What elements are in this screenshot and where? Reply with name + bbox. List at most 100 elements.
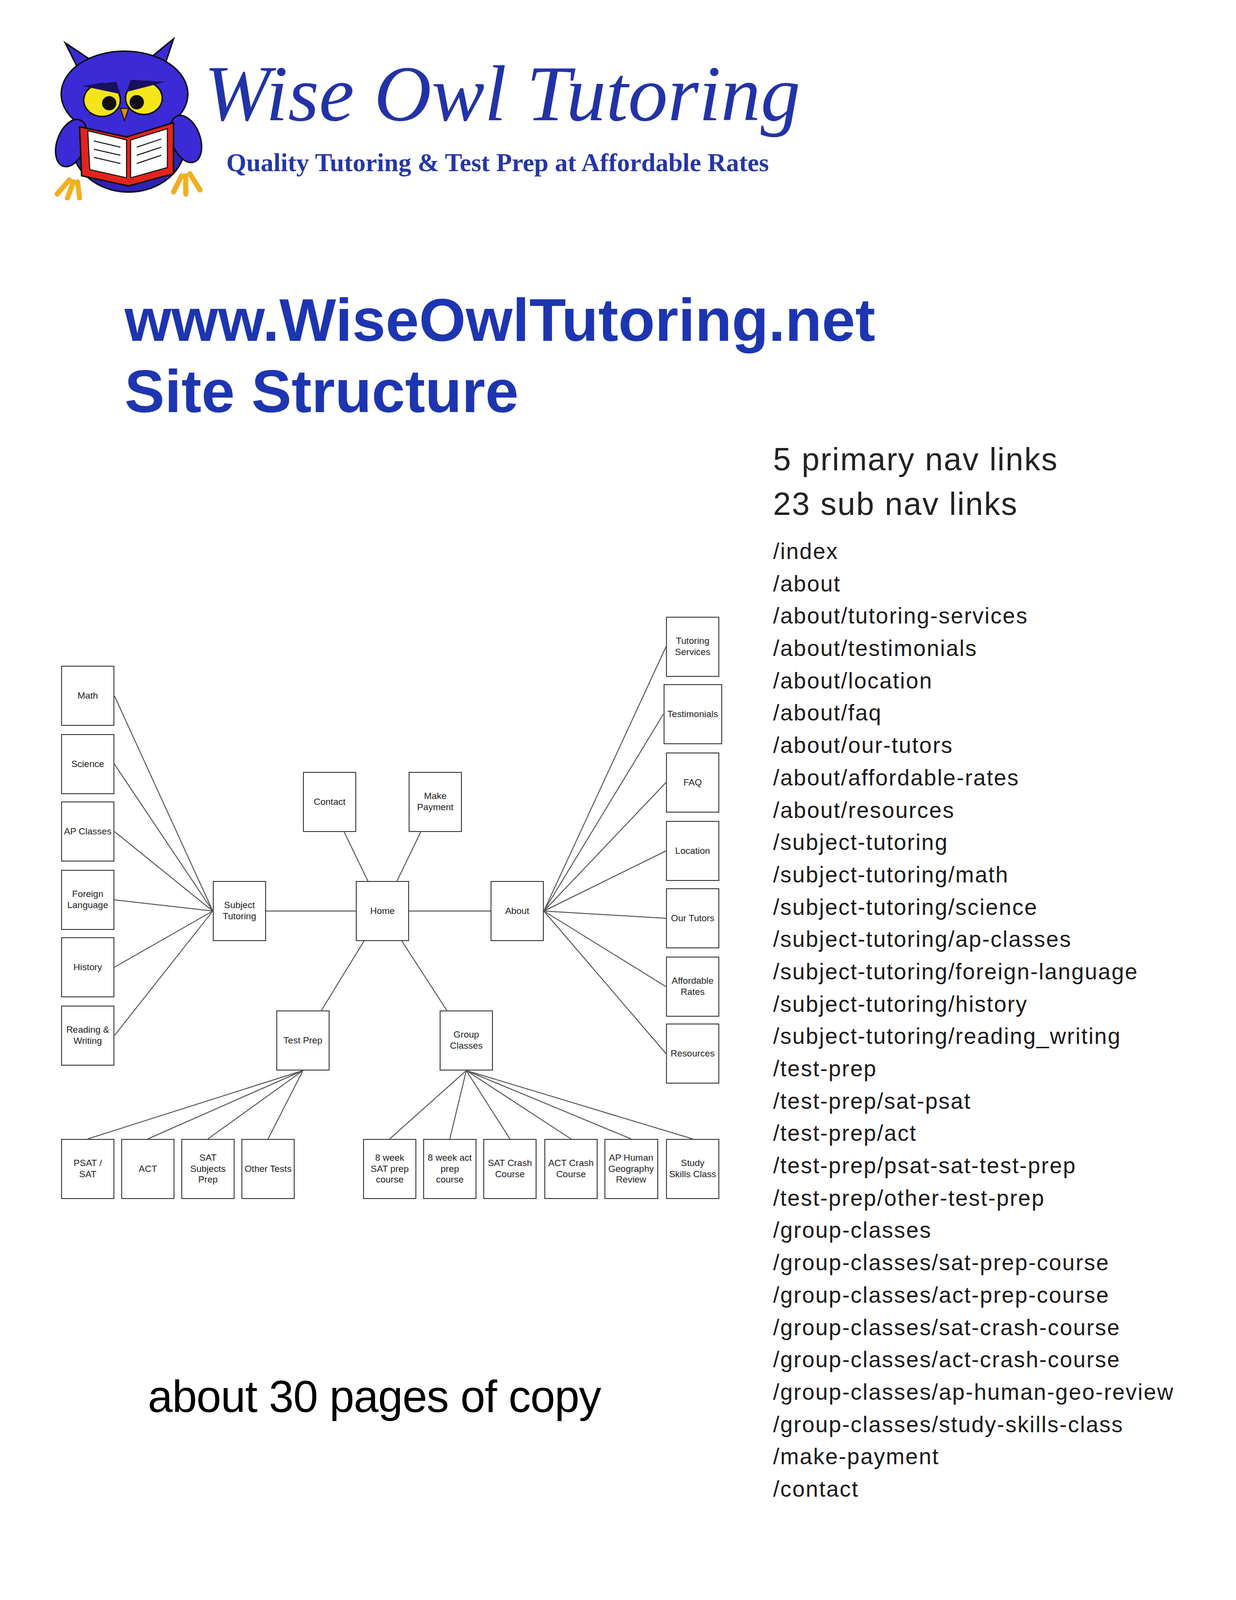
box-label: 8 week SAT prep course bbox=[365, 1152, 414, 1186]
url-path: /subject-tutoring/science bbox=[773, 890, 1038, 924]
url-path: /subject-tutoring/history bbox=[773, 987, 1029, 1021]
page-box: AP Classes bbox=[61, 801, 115, 862]
link-line bbox=[543, 910, 666, 1054]
page-box: Other Tests bbox=[241, 1138, 295, 1199]
page-box: ACT Crash Course bbox=[544, 1138, 598, 1199]
page-box: SAT Subjects Prep bbox=[181, 1138, 235, 1199]
page-box: 8 week SAT prep course bbox=[363, 1138, 417, 1199]
url-path: /about/our-tutors bbox=[773, 728, 954, 762]
page-box: SAT Crash Course bbox=[483, 1138, 537, 1199]
owl-foot bbox=[173, 173, 201, 194]
page-box: Tutoring Services bbox=[665, 616, 720, 677]
box-label: About bbox=[493, 905, 541, 917]
page-box: AP Human Geography Review bbox=[604, 1138, 659, 1199]
link-line bbox=[389, 1070, 467, 1139]
box-label: SAT Subjects Prep bbox=[184, 1152, 232, 1186]
box-label: Other Tests bbox=[244, 1163, 292, 1175]
link-line bbox=[87, 1070, 303, 1139]
owl-foot bbox=[57, 179, 80, 199]
box-label: ACT Crash Course bbox=[547, 1157, 595, 1180]
box-label: Science bbox=[63, 758, 112, 770]
owl-brow bbox=[126, 79, 166, 92]
link-line bbox=[543, 910, 666, 987]
nav-count: 23 sub nav links bbox=[773, 481, 1018, 526]
owl-pupil bbox=[129, 95, 144, 110]
box-label: FAQ bbox=[668, 776, 717, 789]
page-box: FAQ bbox=[665, 752, 720, 813]
box-label: History bbox=[63, 961, 112, 973]
page-box: Reading & Writing bbox=[61, 1005, 115, 1066]
page-box: PSAT / SAT bbox=[61, 1138, 115, 1199]
box-label: Resources bbox=[668, 1047, 717, 1060]
url-path: /group-classes/act-prep-course bbox=[773, 1278, 1110, 1312]
url-path: /about/testimonials bbox=[773, 632, 978, 665]
link-line bbox=[321, 940, 365, 1011]
box-label: Home bbox=[358, 905, 407, 917]
box-label: Foreign Language bbox=[63, 888, 112, 911]
box-label: Location bbox=[668, 845, 717, 857]
box-label: PSAT / SAT bbox=[63, 1157, 112, 1180]
url-path: /subject-tutoring/reading_writing bbox=[773, 1019, 1122, 1053]
link-line bbox=[114, 899, 213, 911]
link-line bbox=[409, 910, 491, 912]
url-path: /subject-tutoring bbox=[773, 825, 949, 859]
url-path: /test-prep/psat-sat-test-prep bbox=[773, 1149, 1077, 1182]
url-path: /group-classes bbox=[773, 1213, 932, 1247]
url-path: /about/location bbox=[773, 664, 933, 698]
url-path: /test-prep bbox=[773, 1052, 877, 1085]
box-label: 8 week act prep course bbox=[426, 1152, 474, 1186]
url-path: /subject-tutoring/foreign-language bbox=[773, 955, 1139, 988]
owl-book bbox=[79, 122, 174, 187]
book-lines bbox=[94, 139, 162, 164]
link-line bbox=[466, 1070, 632, 1139]
link-line bbox=[114, 695, 213, 911]
copy-note: about 30 pages of copy bbox=[147, 1370, 602, 1423]
link-line bbox=[207, 1070, 303, 1139]
url-path: /group-classes/sat-crash-course bbox=[773, 1311, 1121, 1344]
link-line bbox=[401, 940, 447, 1011]
url-path: /contact bbox=[773, 1472, 859, 1506]
page-box: Our Tutors bbox=[665, 887, 720, 949]
link-line bbox=[396, 831, 421, 881]
link-line bbox=[466, 1070, 693, 1139]
owl-brow bbox=[81, 81, 121, 95]
box-label: SAT Crash Course bbox=[486, 1157, 534, 1180]
link-line bbox=[543, 646, 666, 911]
link-line bbox=[466, 1070, 510, 1139]
tagline: Quality Tutoring & Test Prep at Affordab… bbox=[226, 149, 769, 176]
owl-logo bbox=[48, 36, 213, 201]
page-box: Math bbox=[61, 665, 115, 726]
box-label: Group Classes bbox=[442, 1029, 491, 1052]
link-line bbox=[147, 1070, 303, 1139]
url-path: /group-classes/act-crash-course bbox=[773, 1343, 1121, 1376]
box-label: Our Tutors bbox=[668, 912, 717, 924]
page-box: Subject Tutoring bbox=[212, 880, 267, 941]
box-label: Contact bbox=[305, 796, 354, 808]
url-path: /test-prep/sat-psat bbox=[773, 1084, 972, 1118]
box-label: Study Skills Class bbox=[668, 1157, 717, 1180]
book-page bbox=[130, 128, 168, 178]
page-box: Location bbox=[665, 820, 720, 881]
url-path: /subject-tutoring/ap-classes bbox=[773, 922, 1072, 956]
url-path: /group-classes/ap-human-geo-review bbox=[773, 1375, 1174, 1409]
box-label: AP Human Geography Review bbox=[607, 1152, 656, 1186]
url-path: /about/affordable-rates bbox=[773, 761, 1020, 794]
page-box: 8 week act prep course bbox=[423, 1138, 477, 1199]
page-box: Contact bbox=[302, 771, 357, 832]
page-box: Test Prep bbox=[276, 1010, 330, 1071]
url-path: /about/resources bbox=[773, 793, 955, 827]
url-path: /group-classes/study-skills-class bbox=[773, 1408, 1124, 1441]
page-box: ACT bbox=[121, 1138, 175, 1199]
link-line bbox=[543, 850, 666, 911]
url-path: /test-prep/act bbox=[773, 1116, 917, 1150]
url-path: /about/tutoring-services bbox=[773, 599, 1029, 633]
box-label: ACT bbox=[124, 1163, 172, 1175]
link-line bbox=[449, 1070, 467, 1139]
url-path: /index bbox=[773, 535, 839, 568]
box-label: Test Prep bbox=[279, 1034, 327, 1046]
link-line bbox=[114, 910, 213, 967]
url-path: /about/faq bbox=[773, 696, 883, 729]
link-line bbox=[344, 831, 368, 881]
page-box: About bbox=[490, 880, 544, 941]
